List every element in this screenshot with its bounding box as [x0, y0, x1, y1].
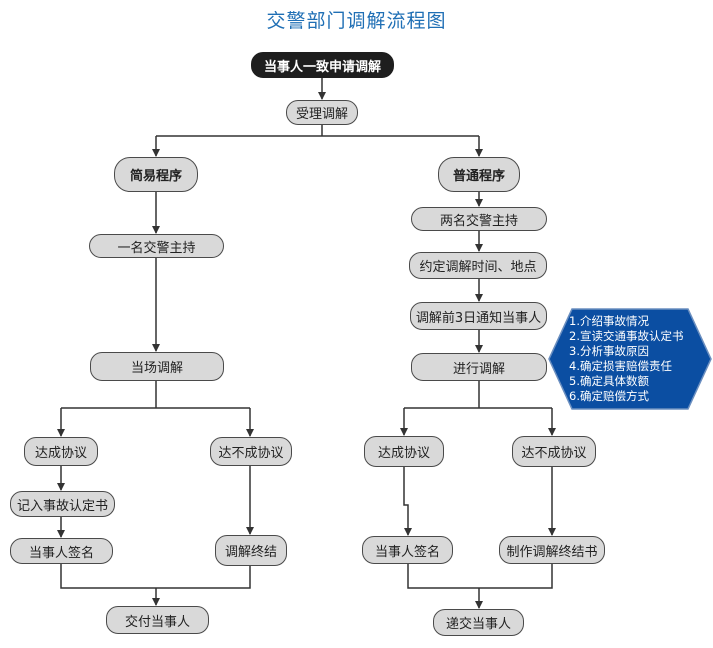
step-2: 2.宣读交通事故认定书	[569, 329, 684, 343]
node-schedule: 约定调解时间、地点	[409, 252, 547, 279]
node-simple: 简易程序	[114, 157, 198, 192]
split-onsite	[61, 381, 250, 409]
node-onsite: 当场调解	[90, 352, 224, 381]
node-right-sign: 当事人签名	[362, 536, 453, 564]
step-5: 5.确定具体数额	[569, 374, 649, 388]
node-left-agree: 达成协议	[24, 437, 98, 466]
node-right-agree: 达成协议	[364, 436, 444, 467]
split-mediate	[404, 381, 552, 409]
node-normal: 普通程序	[438, 157, 520, 192]
step-1: 1.介绍事故情况	[569, 314, 649, 328]
node-right-disagree: 达不成协议	[512, 436, 596, 467]
node-one-officer: 一名交警主持	[89, 234, 224, 258]
step-4: 4.确定损害赔偿责任	[569, 359, 672, 373]
node-right-deliver: 递交当事人	[433, 609, 524, 636]
node-notify: 调解前3日通知当事人	[410, 302, 547, 330]
diagram-title: 交警部门调解流程图	[266, 10, 447, 32]
node-left-disagree: 达不成协议	[210, 437, 292, 466]
node-left-sign: 当事人签名	[10, 538, 113, 564]
steps-hexagon	[548, 308, 712, 410]
merge-left	[60, 564, 251, 589]
arrow-r-agree-sign	[403, 467, 412, 536]
node-left-end: 调解终结	[215, 535, 287, 566]
node-two-officers: 两名交警主持	[411, 207, 547, 231]
mediation-steps-note: 1.介绍事故情况 2.宣读交通事故认定书 3.分析事故原因 4.确定损害赔偿责任…	[569, 314, 709, 404]
node-record: 记入事故认定书	[10, 491, 115, 517]
node-mediate: 进行调解	[411, 353, 547, 381]
node-accept: 受理调解	[286, 100, 358, 125]
node-right-end-doc: 制作调解终结书	[499, 536, 605, 564]
node-left-deliver: 交付当事人	[106, 606, 209, 634]
node-start: 当事人一致申请调解	[251, 52, 394, 78]
split-accept	[156, 125, 479, 137]
merge-right	[407, 564, 553, 589]
step-6: 6.确定赔偿方式	[569, 389, 649, 403]
step-3: 3.分析事故原因	[569, 344, 649, 358]
